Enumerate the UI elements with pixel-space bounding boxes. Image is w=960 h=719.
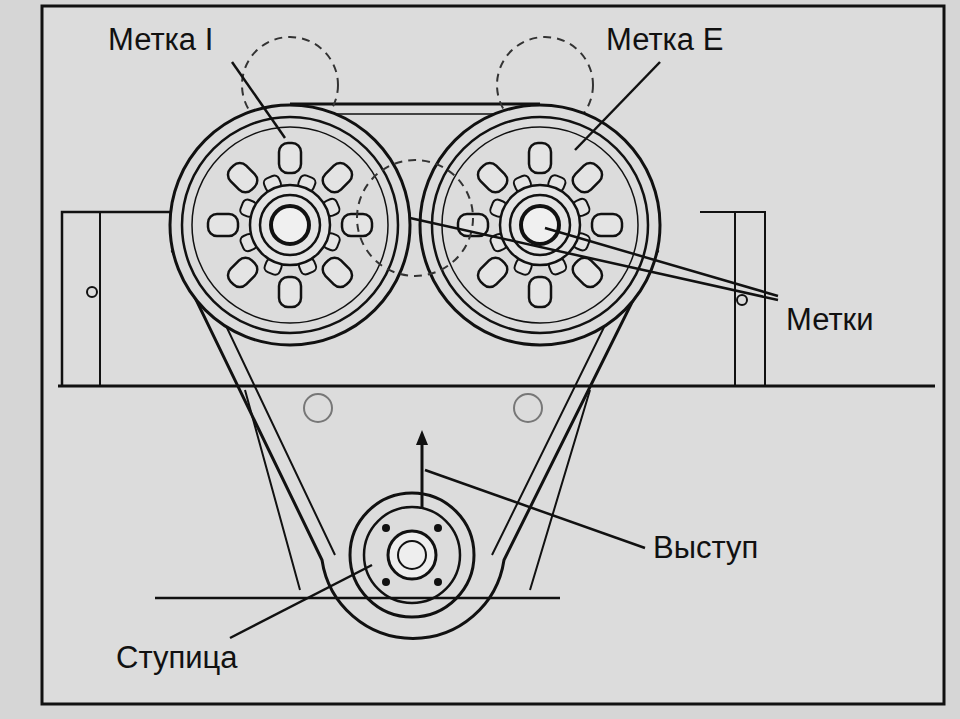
part-label: Метка E bbox=[603, 22, 726, 58]
part-label: Выступ bbox=[650, 530, 761, 566]
part-label: Метка I bbox=[105, 22, 216, 58]
part-label: Ступица bbox=[113, 640, 241, 676]
part-label: Метки bbox=[783, 302, 876, 338]
